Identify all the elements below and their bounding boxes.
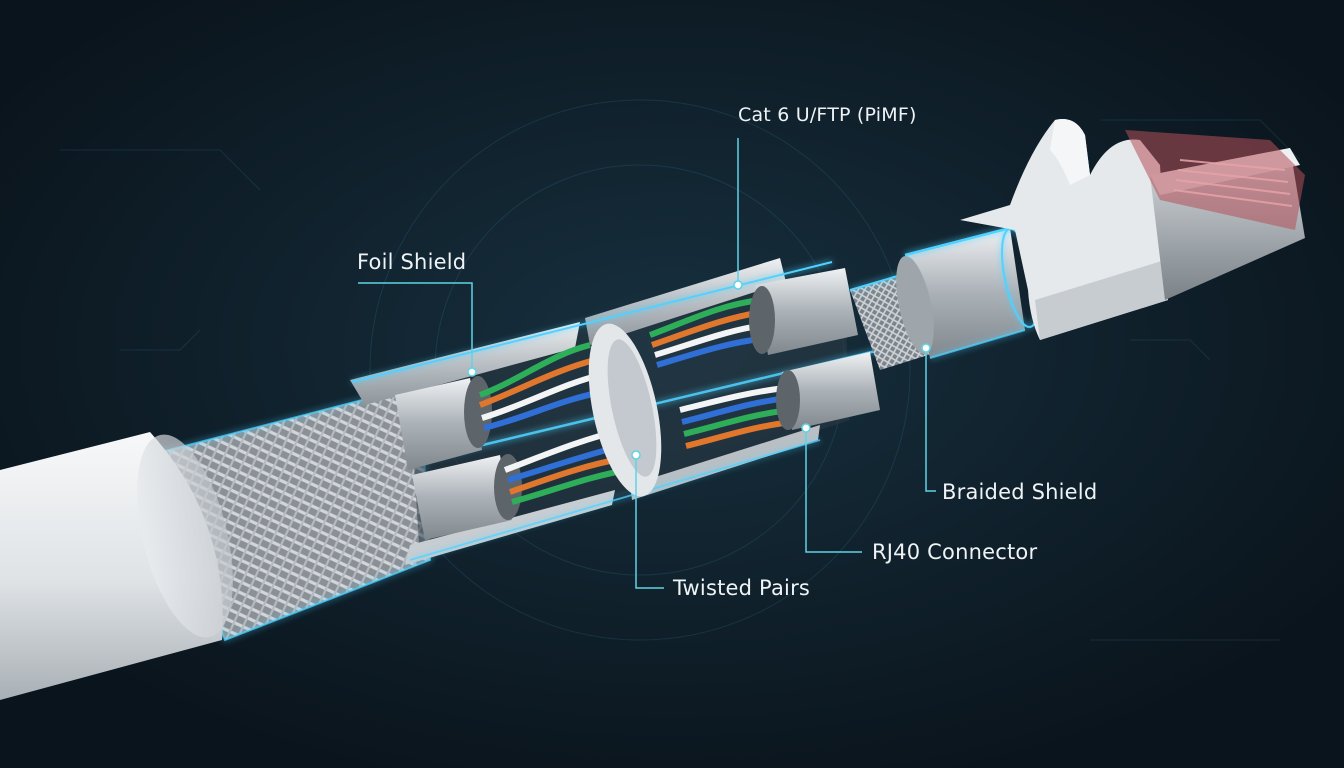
pair-separator <box>588 323 662 497</box>
callout-twisted-pairs: Twisted Pairs <box>673 576 811 600</box>
leader-rj <box>805 428 862 553</box>
callout-rj-connector: RJ40 Connector <box>872 540 1038 564</box>
pair-group-rear <box>648 268 880 449</box>
rj-plug <box>1125 130 1305 300</box>
leader-foil <box>358 282 473 372</box>
leader-twisted <box>635 455 664 589</box>
leader-lines <box>358 138 936 589</box>
connector-boot <box>960 119 1168 340</box>
outer-jacket <box>0 432 233 700</box>
metal-ferrule <box>896 226 1039 359</box>
callout-foil-shield: Foil Shield <box>357 250 467 274</box>
leader-braided <box>925 348 936 492</box>
callout-braided-shield: Braided Shield <box>942 480 1098 504</box>
pair-group-front <box>395 342 629 540</box>
callout-cat6: Cat 6 U/FTP (PiMF) <box>738 104 917 126</box>
leader-dots <box>467 280 931 460</box>
